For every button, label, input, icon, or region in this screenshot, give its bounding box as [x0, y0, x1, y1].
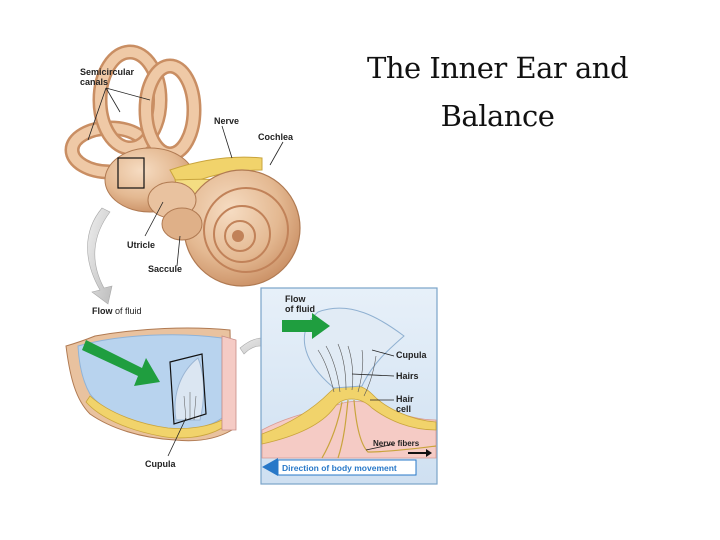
- label-hairs: Hairs: [396, 371, 419, 381]
- flow-arrow-right: [282, 313, 330, 339]
- cupula-right-shape: [303, 307, 405, 389]
- label-nerve: Nerve: [214, 116, 240, 126]
- nerve-fibers-arrow-icon: [408, 449, 432, 457]
- saccule-shape: [161, 207, 203, 241]
- nerve-fibers-shape: [321, 399, 437, 459]
- cochlea-shape: [183, 169, 301, 287]
- label-direction-of-body-movement: Direction of body movement: [282, 463, 397, 473]
- cupula-left-shape: [174, 357, 205, 421]
- label-cupula-right: Cupula: [396, 350, 427, 360]
- slide-title-line1: The Inner Ear and: [366, 51, 629, 85]
- label-hair-cell: Hair cell: [396, 394, 414, 414]
- label-cupula-left: Cupula: [145, 459, 176, 469]
- slide-title-line2: Balance: [440, 99, 555, 133]
- label-semicircular-canals: Semicircular canals: [80, 67, 135, 87]
- labyrinth-illustration: [64, 44, 301, 287]
- slide-title: The Inner Ear and Balance: [355, 44, 640, 140]
- ampulla-section: [65, 327, 237, 457]
- direction-arrow-icon: [262, 458, 278, 476]
- flow-arrow-left: [82, 340, 160, 386]
- label-flow-of-fluid-left: Flow of fluid: [92, 306, 142, 316]
- hairs-shape: [317, 343, 377, 397]
- zoom-box-ampulla: [169, 353, 207, 425]
- top-leader-lines: [87, 87, 284, 267]
- zoom-box: [117, 157, 145, 189]
- label-cochlea: Cochlea: [258, 132, 294, 142]
- zoom-arrow-down: [87, 207, 113, 305]
- label-saccule: Saccule: [148, 264, 183, 274]
- panel-leader-lines: [351, 349, 395, 451]
- label-nerve-fibers: Nerve fibers: [373, 439, 420, 448]
- label-utricle: Utricle: [127, 240, 156, 250]
- cupula-detail-panel: [260, 287, 438, 485]
- label-flow-of-fluid-right: Flow of fluid: [285, 294, 315, 314]
